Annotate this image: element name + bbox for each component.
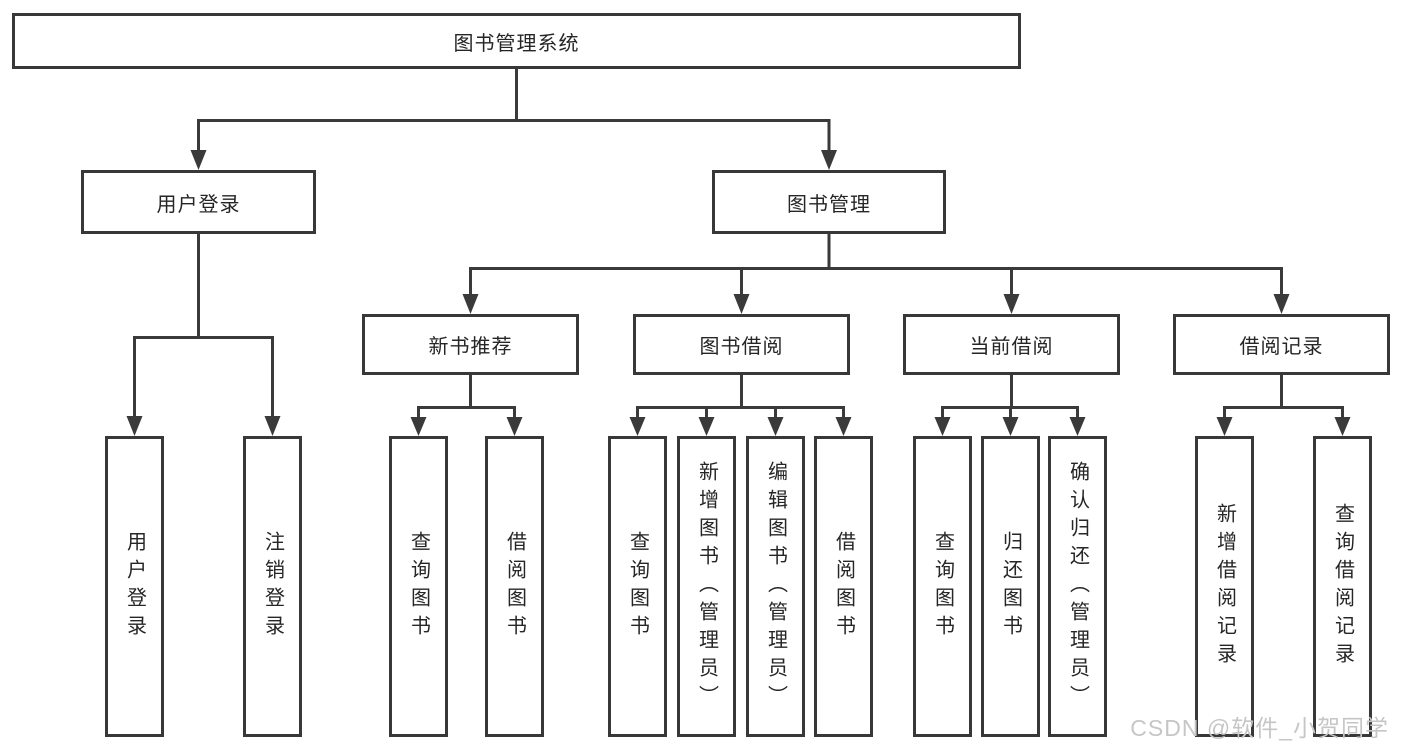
leaf-user-login: 用户登录 [105,436,164,737]
node-user-login-branch: 用户登录 [81,170,316,234]
leaf-return-books: 归还图书 [981,436,1040,737]
leaf-confirm-return-admin: 确认归还（管理员） [1048,436,1107,737]
leaf-query-borrow-record: 查询借阅记录 [1313,436,1372,737]
leaf-query-books-current: 查询图书 [913,436,972,737]
node-borrowing-records: 借阅记录 [1173,314,1390,375]
csdn-watermark: CSDN @软件_小贺同学 [1130,715,1389,741]
leaf-query-books-borrow: 查询图书 [608,436,667,737]
leaf-query-books-recommend: 查询图书 [389,436,448,737]
leaf-borrow-books-recommend: 借阅图书 [485,436,544,737]
node-book-borrowing: 图书借阅 [633,314,850,375]
leaf-add-books-admin: 新增图书（管理员） [677,436,736,737]
leaf-logout: 注销登录 [243,436,302,737]
leaf-add-borrow-record: 新增借阅记录 [1195,436,1254,737]
leaf-borrow-books: 借阅图书 [814,436,873,737]
node-current-borrowing: 当前借阅 [903,314,1120,375]
node-new-book-recommend: 新书推荐 [362,314,579,375]
node-library-management-system: 图书管理系统 [12,13,1021,69]
node-book-management: 图书管理 [712,170,946,234]
leaf-edit-books-admin: 编辑图书（管理员） [746,436,805,737]
